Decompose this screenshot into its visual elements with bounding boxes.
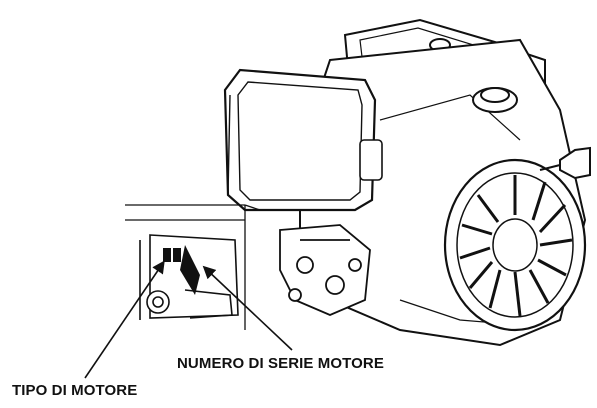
leader-serial-number <box>202 265 293 351</box>
serial-number-label: NUMERO DI SERIE MOTORE <box>177 355 384 372</box>
engine-type-label: TIPO DI MOTORE <box>12 382 138 399</box>
leader-lines <box>84 260 293 379</box>
leader-engine-type <box>84 260 165 379</box>
air-filter <box>223 68 383 212</box>
label-area <box>135 228 242 325</box>
recoil-starter <box>443 158 587 332</box>
fuel-cap <box>472 87 518 113</box>
frame-plate <box>125 204 261 330</box>
starter-handle <box>539 146 591 180</box>
carburetor <box>279 224 371 316</box>
